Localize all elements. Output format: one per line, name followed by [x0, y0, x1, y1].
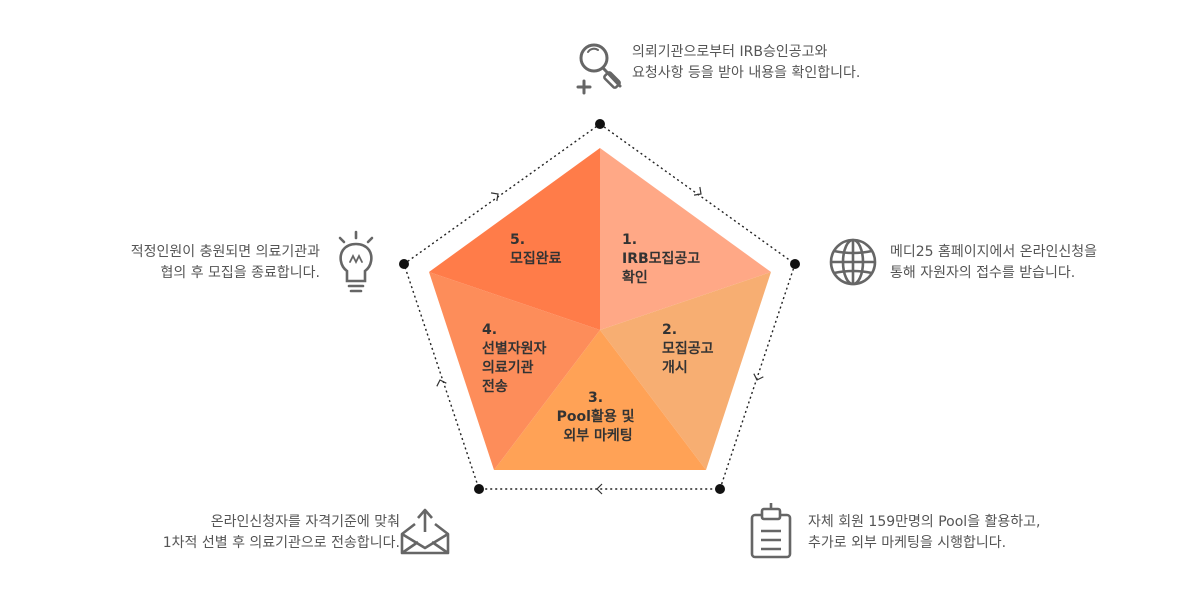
vertex-dot-left — [399, 259, 409, 269]
search-plus-icon — [576, 43, 622, 95]
step-2-label: 2. 모집공고 개시 — [662, 322, 718, 376]
description-line: 협의 후 모집을 종료합니다. — [160, 265, 320, 281]
description-step-4: 온라인신청자를 자격기준에 맞춰 1차적 선별 후 의료기관으로 전송합니다. — [163, 512, 400, 554]
lightbulb-icon — [338, 230, 374, 293]
mail-upload-icon — [400, 508, 450, 555]
vertex-dot-top — [595, 119, 605, 129]
description-line: 통해 자원자의 접수를 받습니다. — [890, 265, 1076, 281]
step-4-label: 4. 선별자원자 의료기관 전송 — [482, 322, 551, 395]
step-segment-1 — [600, 148, 771, 330]
cycle-arrow-1 — [693, 186, 702, 196]
description-line: 요청사항 등을 받아 내용을 확인합니다. — [632, 65, 861, 81]
description-line: 자체 회원 159만명의 Pool을 활용하고, — [808, 514, 1041, 530]
vertex-dot-right — [790, 259, 800, 269]
description-step-1: 의뢰기관으로부터 IRB승인공고와 요청사항 등을 받아 내용을 확인합니다. — [632, 42, 860, 84]
description-line: 적정인원이 충원되면 의료기관과 — [130, 244, 320, 260]
description-line: 의뢰기관으로부터 IRB승인공고와 — [632, 44, 828, 60]
step-5-label: 5. 모집완료 — [510, 232, 562, 267]
description-line: 메디25 홈페이지에서 온라인신청을 — [890, 244, 1098, 260]
cycle-arrow-2 — [753, 373, 764, 381]
description-step-5: 적정인원이 충원되면 의료기관과 협의 후 모집을 종료합니다. — [131, 242, 320, 284]
vertex-dot-bottom-right — [715, 484, 725, 494]
description-line: 1차적 선별 후 의료기관으로 전송합니다. — [162, 535, 400, 551]
description-step-3: 자체 회원 159만명의 Pool을 활용하고, 추가로 외부 마케팅을 시행합… — [808, 512, 1041, 554]
description-line: 온라인신청자를 자격기준에 맞춰 — [210, 514, 400, 530]
step-3-label: 3. Pool활용 및 외부 마케팅 — [557, 390, 640, 444]
description-step-2: 메디25 홈페이지에서 온라인신청을 통해 자원자의 접수를 받습니다. — [890, 242, 1097, 284]
clipboard-icon — [750, 503, 792, 559]
description-line: 추가로 외부 마케팅을 시행합니다. — [808, 535, 1007, 551]
cycle-arrow-5 — [490, 192, 499, 202]
cycle-arrow-3 — [596, 483, 603, 495]
cycle-arrow-4 — [436, 379, 447, 387]
step-segment-5 — [429, 148, 600, 330]
vertex-dot-bottom-left — [474, 484, 484, 494]
step-segment-2 — [600, 272, 771, 470]
outer-cycle-outline — [403, 123, 796, 490]
step-1-label: 1. IRB모집공고 확인 — [622, 232, 705, 286]
globe-icon — [829, 238, 877, 286]
step-segment-3 — [494, 330, 706, 470]
step-segment-4 — [429, 272, 600, 470]
